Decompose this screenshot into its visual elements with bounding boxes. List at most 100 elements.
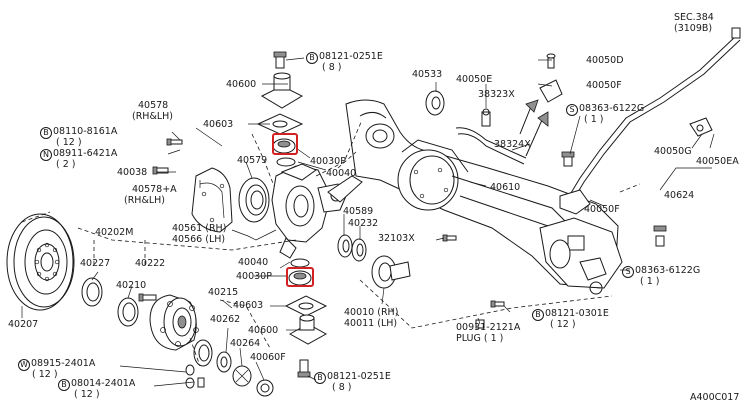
label-08121-0251e-bot-qty: ( 8 ) <box>332 382 352 393</box>
label-40030p-top: 40030P <box>310 156 346 167</box>
label-40578: 40578 <box>138 100 169 111</box>
seal-40533 <box>425 90 445 116</box>
label-40561: 40561 (RH) <box>172 223 227 234</box>
label-40040-mid: 40040 <box>238 257 269 268</box>
label-38323x: 38323X <box>478 89 515 100</box>
bolt-symbol-b: B <box>58 379 70 391</box>
label-w08915-2401a-qty: ( 12 ) <box>32 369 58 380</box>
label-40050f-top: 40050F <box>586 80 622 91</box>
kingpin-bolt-top <box>273 51 287 69</box>
seal-40579 <box>238 177 270 223</box>
seal-40589 <box>337 234 353 258</box>
label-08121-0251e-top-qty: ( 8 ) <box>322 62 342 73</box>
label-40264: 40264 <box>230 338 261 349</box>
label-sec384-code: (3109B) <box>674 23 713 34</box>
bolt-symbol-b: B <box>306 52 318 64</box>
small-washers <box>185 364 205 389</box>
bearing-40215 <box>193 339 213 367</box>
shim-40603-bot <box>284 295 328 317</box>
washer-40040-top <box>276 157 296 167</box>
washer-symbol-w: W <box>18 359 30 371</box>
label-00931-plug: PLUG ( 1 ) <box>456 333 504 344</box>
shim-40603-top <box>256 113 304 135</box>
label-40050g: 40050G <box>654 146 692 157</box>
dust-shield-40578 <box>191 167 233 233</box>
bolt-08363-bot <box>653 225 667 247</box>
label-40038: 40038 <box>117 167 148 178</box>
bolt-08363-top <box>561 151 575 167</box>
label-40227: 40227 <box>80 258 111 269</box>
label-40011: 40011 (LH) <box>344 318 398 329</box>
label-08911-6421a-qty: ( 2 ) <box>56 159 76 170</box>
hub-cap-40060f <box>256 379 274 397</box>
washer-40262 <box>216 351 232 373</box>
label-08110-8161a-qty: ( 12 ) <box>56 137 82 148</box>
label-40222: 40222 <box>135 258 166 269</box>
washer-40040-mid <box>290 258 310 268</box>
label-40603-bot: 40603 <box>233 300 264 311</box>
highlight-box-upper-bearing <box>272 133 298 155</box>
label-40603-top: 40603 <box>203 119 234 130</box>
bolt-08121-0301e <box>490 300 505 308</box>
label-sec384: SEC.384 <box>674 12 714 23</box>
label-40210: 40210 <box>116 280 147 291</box>
label-40533: 40533 <box>412 69 443 80</box>
label-40050f-mid: 40050F <box>584 204 620 215</box>
label-32103x: 32103X <box>378 233 415 244</box>
hub-seal-40227 <box>81 277 103 307</box>
figure-code: A400C017 <box>690 392 740 403</box>
kingpin-bolt-bot <box>297 359 311 378</box>
label-40579: 40579 <box>237 155 268 166</box>
label-40207: 40207 <box>8 319 39 330</box>
label-40050d: 40050D <box>586 55 624 66</box>
label-b08014-2401a-qty: ( 12 ) <box>74 389 100 400</box>
label-40624: 40624 <box>664 190 695 201</box>
label-40030p-mid: 40030P <box>236 271 272 282</box>
axle-housing <box>345 99 623 295</box>
steering-knuckle <box>247 163 347 259</box>
bolt-08110 <box>166 138 183 146</box>
lock-washer-40264 <box>232 365 252 387</box>
bolt-symbol-b: B <box>532 309 544 321</box>
brake-rotor <box>6 213 75 311</box>
label-40232: 40232 <box>348 218 379 229</box>
clip-40050d <box>546 53 556 69</box>
label-40040-top: 40040 <box>326 168 357 179</box>
label-08363-6122g-bot-qty: ( 1 ) <box>640 276 660 287</box>
label-08121-0301e-qty: ( 12 ) <box>550 319 576 330</box>
highlight-box-lower-bearing <box>286 267 314 287</box>
label-40050ea: 40050EA <box>696 156 739 167</box>
bolt-symbol-b: B <box>314 372 326 384</box>
nut-symbol-n: N <box>40 149 52 161</box>
wheel-hub <box>149 294 199 351</box>
direction-arrows <box>519 99 549 157</box>
screw-symbol-s: S <box>566 104 578 116</box>
label-40050e: 40050E <box>456 74 493 85</box>
axle-flange <box>371 255 411 289</box>
label-00931: 00931-2121A <box>456 322 521 333</box>
wheel-bearing-40210 <box>117 297 139 327</box>
clip-40050f-top <box>539 79 563 103</box>
label-40610: 40610 <box>490 182 521 193</box>
label-40060f: 40060F <box>250 352 286 363</box>
bolt-32103x <box>442 234 457 242</box>
bolt-symbol-b: B <box>40 127 52 139</box>
label-40566: 40566 (LH) <box>172 234 226 245</box>
kingpin-cap-40600-top <box>260 72 304 109</box>
label-40589: 40589 <box>343 206 374 217</box>
breather-40050e <box>455 108 527 165</box>
label-40215: 40215 <box>208 287 239 298</box>
label-40202m: 40202M <box>95 227 134 238</box>
label-38324x: 38324X <box>494 139 531 150</box>
label-40578-rh: (RH&LH) <box>132 111 174 122</box>
label-08363-6122g-top-qty: ( 1 ) <box>584 114 604 125</box>
